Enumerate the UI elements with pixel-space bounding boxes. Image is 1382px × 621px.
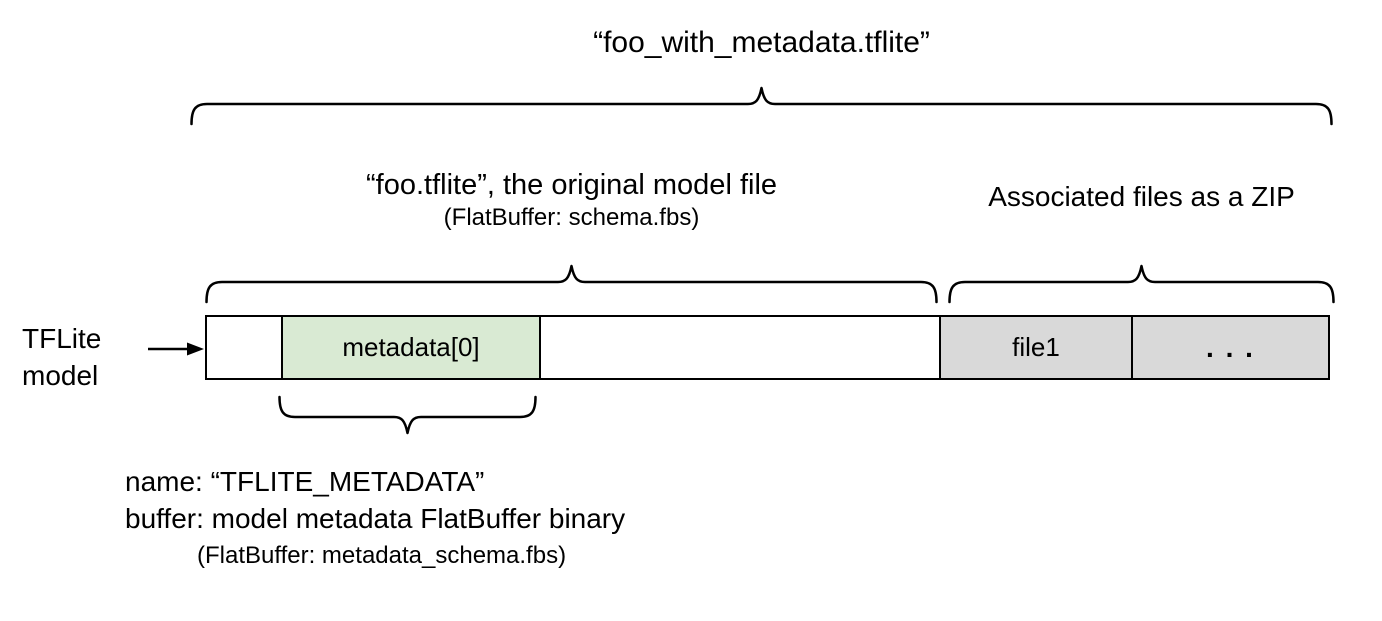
bar-segment-more-files: . . . — [1131, 317, 1328, 378]
metadata-note: name: “TFLITE_METADATA” buffer: model me… — [125, 463, 625, 572]
metadata-note-line3: (FlatBuffer: metadata_schema.fbs) — [197, 542, 567, 569]
brace-model-file — [205, 264, 938, 304]
brace-zip-files — [948, 264, 1335, 304]
tflite-model-label-line2: model — [22, 360, 99, 391]
model-layout-bar: metadata[0] file1 . . . — [205, 315, 1330, 380]
model-file-label-line1: “foo.tflite”, the original model file — [365, 169, 778, 201]
tflite-model-label-line1: TFLite — [22, 323, 102, 354]
arrow-icon — [148, 342, 204, 356]
metadata-note-line2: buffer: model metadata FlatBuffer binary — [125, 503, 626, 534]
bar-segment-metadata: metadata[0] — [281, 317, 539, 378]
zip-files-label: Associated files as a ZIP — [988, 181, 1295, 212]
bar-segment-model-body — [539, 317, 939, 378]
bar-segment-leading-empty — [207, 317, 281, 378]
metadata-cell-label: metadata[0] — [342, 332, 480, 362]
model-file-label-line2: (FlatBuffer: schema.fbs) — [443, 204, 700, 231]
brace-metadata-entry — [278, 395, 537, 435]
diagram-title: “foo_with_metadata.tflite” — [593, 26, 930, 59]
file1-cell-label: file1 — [1012, 332, 1060, 362]
metadata-note-line1: name: “TFLITE_METADATA” — [125, 466, 485, 497]
brace-whole-file — [190, 86, 1333, 126]
bar-segment-file1: file1 — [939, 317, 1131, 378]
model-file-label: “foo.tflite”, the original model file (F… — [205, 167, 938, 233]
more-files-cell-label: . . . — [1206, 331, 1255, 363]
tflite-model-label: TFLite model — [22, 320, 101, 394]
